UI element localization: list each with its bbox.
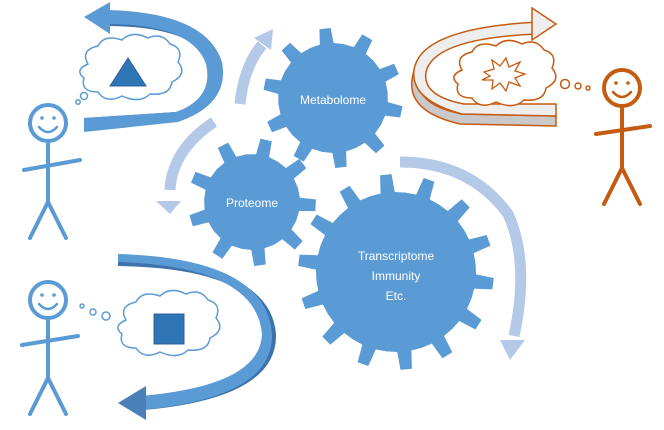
gear-proteome-shape [189, 138, 316, 266]
thought-dot [75, 99, 81, 105]
thought-dot [101, 311, 111, 321]
ribbon-arrowhead [118, 386, 146, 420]
gear-transcriptome-shape [298, 174, 494, 370]
thought-dot [79, 91, 89, 101]
cycle-arrow-right [399, 156, 527, 338]
gear-transcriptome [298, 174, 494, 370]
blue-top-ribbon-arrow [84, 2, 224, 132]
cycle-arrow-left [164, 117, 218, 191]
explosion-icon [481, 56, 527, 93]
triangle-icon [109, 57, 147, 87]
cycle-arrowhead-left [156, 201, 181, 214]
gear-label-immunity: Immunity [372, 269, 421, 283]
ribbon-arrowhead [84, 2, 110, 34]
orange-ribbon-arrow [411, 6, 558, 127]
blue-person-top [22, 103, 82, 240]
thought-bubble-orange [453, 39, 591, 107]
cycle-arrowhead-top [254, 29, 273, 50]
cycle-arrowheads [156, 29, 525, 360]
gear-metabolome-shape [263, 28, 403, 168]
thought-dot [79, 303, 85, 309]
ribbon-arrowhead [531, 6, 558, 42]
blue-person-bottom [20, 280, 80, 416]
gear-label-etc: Etc. [386, 289, 407, 303]
gear-proteome [189, 138, 316, 266]
cycle-arrow-top [234, 41, 267, 105]
thought-dot [574, 82, 582, 90]
gear-label-proteome: Proteome [226, 196, 278, 210]
thought-dot [559, 78, 571, 90]
blue-bottom-ribbon-arrow [118, 254, 277, 420]
orange-person [594, 68, 652, 206]
cycle-arrowhead-right [500, 340, 525, 360]
gear-label-metabolome: Metabolome [300, 93, 366, 107]
cycle-arrows [164, 41, 527, 338]
square-icon [153, 313, 185, 345]
ribbon-front [84, 10, 224, 132]
gear-metabolome [263, 28, 403, 168]
thought-bubble-blue-bottom [79, 289, 221, 357]
thought-dot [89, 308, 97, 316]
thought-dot [585, 85, 591, 91]
gear-label-transcriptome: Transcriptome [358, 249, 435, 263]
thought-bubble-blue-top [75, 33, 183, 105]
